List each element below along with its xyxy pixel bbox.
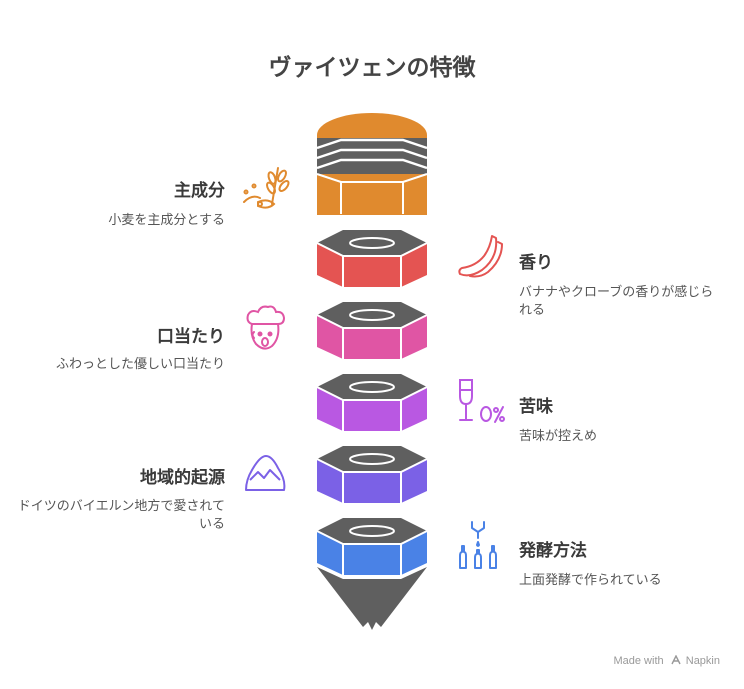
item-title-mouthfeel: 口当たり: [157, 327, 225, 347]
chef-face-icon: [246, 305, 286, 350]
item-desc-aroma: バナナやクローブの香りが感じられる: [519, 285, 714, 318]
banana-icon: [458, 235, 503, 278]
item-desc-bitterness: 苦味が控えめ: [519, 429, 598, 444]
stack-top-cylinder: [316, 113, 428, 215]
stack-layer-bitterness: [316, 374, 428, 431]
stack-layer-fermentation: [316, 518, 428, 575]
item-desc-main-ingredient: 小麦を主成分とする: [108, 213, 225, 228]
item-title-fermentation: 発酵方法: [519, 541, 587, 561]
footer-brand: Napkin: [685, 655, 720, 667]
page-title: ヴァイツェンの特徴: [268, 55, 476, 81]
stack-layer-origin: [316, 446, 428, 503]
mountain-icon: [245, 455, 286, 491]
wheat-icon: [243, 167, 290, 209]
item-title-bitterness: 苦味: [519, 397, 553, 417]
footer-credit[interactable]: Made with Napkin: [613, 654, 720, 667]
item-desc-origin: ドイツのバイエルン地方で愛されている: [17, 499, 225, 532]
stack-layer-aroma: [316, 230, 428, 287]
item-title-aroma: 香り: [519, 253, 553, 273]
item-desc-mouthfeel: ふわっとした優しい口当たり: [55, 357, 225, 372]
footer-made-with: Made with: [613, 655, 664, 667]
stack-layer-mouthfeel: [316, 302, 428, 359]
wine-glass-percent-icon: [459, 379, 505, 423]
bottles-dispenser-icon: [459, 521, 497, 569]
item-title-main-ingredient: 主成分: [174, 181, 225, 201]
stack-bottom-cone: [317, 567, 427, 630]
item-title-origin: 地域的起源: [140, 468, 225, 488]
napkin-logo-icon: [671, 654, 681, 665]
item-desc-fermentation: 上面発酵で作られている: [519, 573, 662, 588]
